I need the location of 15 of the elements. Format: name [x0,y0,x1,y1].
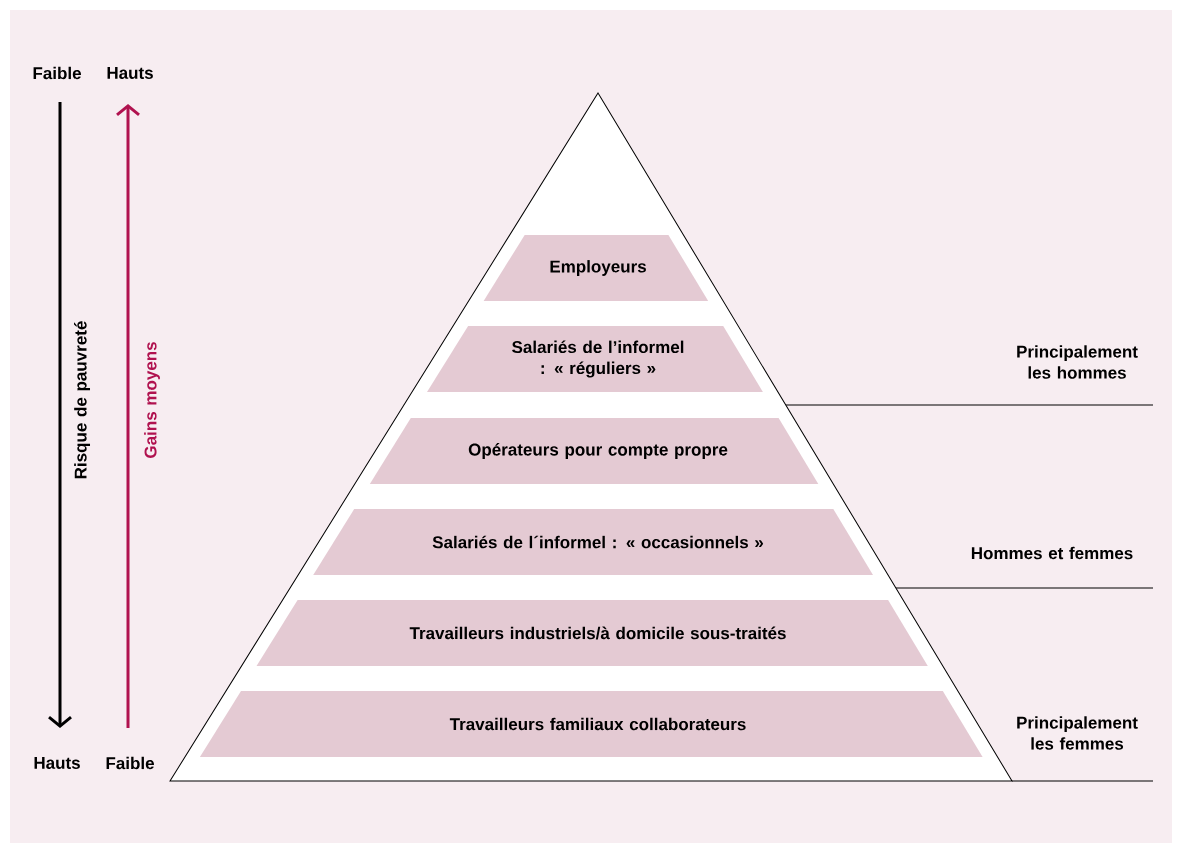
group-label: Principalement les hommes [1017,345,1138,379]
axis-end-label: Faible [106,756,154,770]
axis-title: Gains moyens [144,342,160,458]
pyramid-tier: Employeurs [483,235,709,301]
pyramid-tier: Travailleurs familiaux collaborateurs [199,691,983,757]
pyramid-tier: Salariés de l’informel : « réguliers » [427,326,763,392]
pyramid-tier: Travailleurs industriels/à domicile sous-traités [256,600,928,666]
pyramid-tier: Salariés de l´informel : « occasionnels » [313,509,873,575]
pyramid-tier: Opérateurs pour compte propre [369,418,819,484]
axis-end-label: Hauts [107,67,153,79]
group-label: Principalement les femmes [1017,716,1138,750]
axis-title: Risque de pauvreté [74,321,90,479]
axis-end-label: Hauts [34,757,80,769]
axis-end-label: Faible [33,66,81,80]
group-label: Hommes et femmes [971,546,1133,560]
